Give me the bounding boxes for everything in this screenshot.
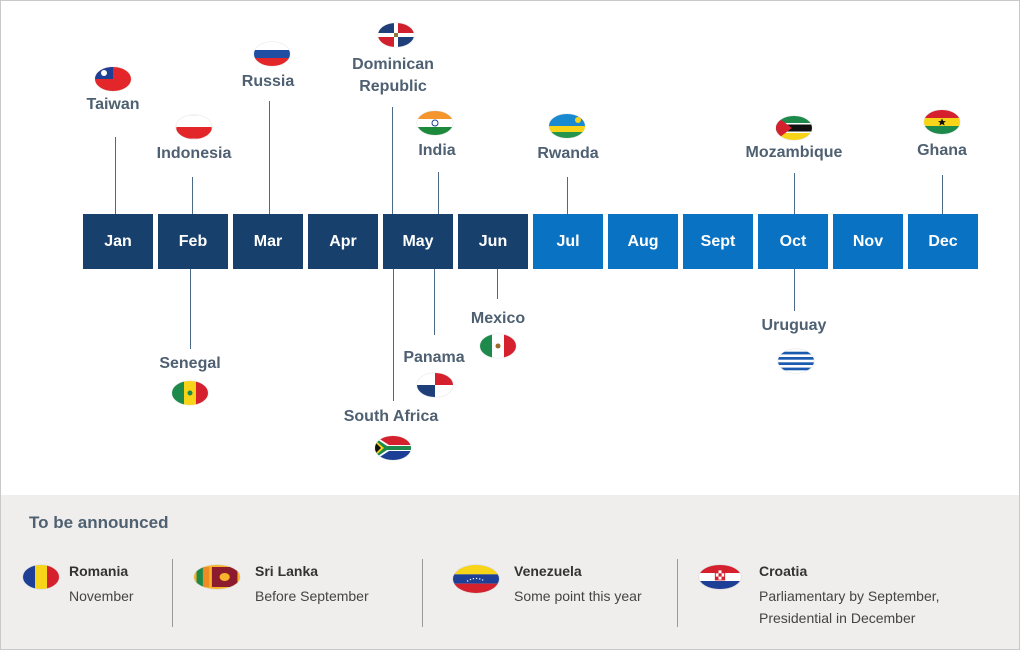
tba-detail-croatia-line1: Parliamentary by September,: [759, 588, 940, 604]
indonesia-flag-icon: [176, 115, 212, 139]
label-mexico: Mexico: [470, 310, 526, 327]
ghana-flag-icon: [924, 110, 960, 134]
taiwan-flag-icon: [95, 67, 131, 91]
mozambique-flag-icon: [776, 116, 812, 140]
dominican-republic-flag-icon: [378, 23, 414, 47]
connector-rwanda: [567, 177, 568, 214]
connector-indonesia: [192, 177, 193, 214]
connector-mexico: [497, 269, 498, 299]
tba-name-sri-lanka: Sri Lanka: [255, 563, 319, 579]
month-aug: Aug: [608, 214, 678, 269]
tba-name-venezuela: Venezuela: [514, 563, 582, 579]
label-india: India: [418, 142, 456, 159]
tba-detail-romania: November: [69, 588, 134, 604]
month-oct: Oct: [758, 214, 828, 269]
label-mozambique: Mozambique: [745, 144, 843, 161]
connector-panama: [434, 269, 435, 335]
connector-mozambique: [794, 173, 795, 214]
month-jun: Jun: [458, 214, 528, 269]
label-uruguay: Uruguay: [761, 317, 827, 334]
mexico-flag-icon: [480, 334, 516, 358]
month-dec: Dec: [908, 214, 978, 269]
label-rwanda: Rwanda: [537, 145, 599, 162]
tba-detail-venezuela: Some point this year: [514, 588, 642, 604]
month-may: May: [383, 214, 453, 269]
label-senegal: Senegal: [159, 355, 221, 372]
south-africa-flag-icon: [375, 436, 411, 460]
connector-uruguay: [794, 269, 795, 311]
connector-dominican-republic: [392, 107, 393, 214]
india-flag-icon: [417, 111, 453, 135]
tba-separator-3: [677, 559, 678, 627]
to-be-announced-panel: To be announced Romania November Sri Lan…: [1, 495, 1019, 649]
tba-name-romania: Romania: [69, 563, 129, 579]
month-sept: Sept: [683, 214, 753, 269]
panama-flag-icon: [417, 373, 453, 397]
connector-taiwan: [115, 137, 116, 214]
sri-lanka-flag-icon: [194, 565, 240, 589]
label-taiwan: Taiwan: [86, 96, 140, 113]
senegal-flag-icon: [172, 381, 208, 405]
connector-russia: [269, 101, 270, 214]
label-south-africa: South Africa: [343, 408, 439, 425]
connector-india: [438, 172, 439, 214]
month-nov: Nov: [833, 214, 903, 269]
month-mar: Mar: [233, 214, 303, 269]
tba-title: To be announced: [29, 513, 169, 532]
uruguay-flag-icon: [778, 349, 814, 373]
month-apr: Apr: [308, 214, 378, 269]
month-jan: Jan: [83, 214, 153, 269]
tba-detail-sri-lanka: Before September: [255, 588, 369, 604]
label-panama: Panama: [403, 349, 465, 366]
label-ghana: Ghana: [917, 142, 967, 159]
connector-senegal: [190, 269, 191, 349]
russia-flag-icon: [254, 42, 290, 66]
croatia-flag-icon: [699, 565, 741, 589]
venezuela-flag-icon: [453, 565, 499, 593]
romania-flag-icon: [23, 565, 59, 589]
month-jul: Jul: [533, 214, 603, 269]
tba-name-croatia: Croatia: [759, 563, 808, 579]
tba-detail-croatia: Parliamentary by September, Presidential …: [759, 585, 940, 629]
tba-separator-1: [172, 559, 173, 627]
label-indonesia: Indonesia: [156, 145, 232, 162]
connector-south-africa: [393, 269, 394, 401]
timeline: Jan Feb Mar Apr May Jun Jul Aug Sept Oct…: [1, 1, 1019, 495]
tba-separator-2: [422, 559, 423, 627]
month-feb: Feb: [158, 214, 228, 269]
label-dominican-republic: Dominican Republic: [352, 56, 434, 95]
connector-ghana: [942, 175, 943, 214]
label-russia: Russia: [241, 73, 295, 90]
tba-detail-croatia-line2: Presidential in December: [759, 610, 916, 626]
rwanda-flag-icon: [549, 114, 585, 138]
